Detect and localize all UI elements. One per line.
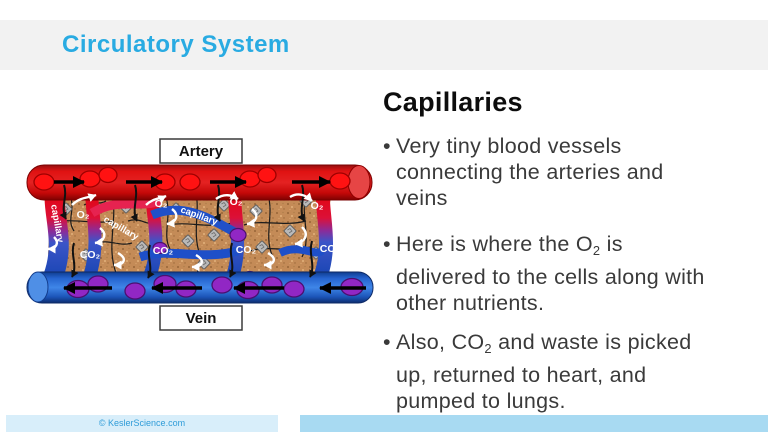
artery-end-cap: [347, 165, 371, 199]
bullet-subscript: 2: [484, 340, 492, 356]
o2-label: O₂: [77, 209, 90, 221]
capillary-tubes: [43, 178, 333, 281]
artery-label-box: Artery: [159, 138, 243, 164]
artery-tube: [26, 164, 373, 201]
gas-labels: O₂ O₂ O₂ O₂ CO₂ CO₂ CO₂ CO₂: [77, 196, 341, 261]
co2-label: CO₂: [80, 249, 101, 261]
vein-end-cap: [27, 271, 49, 303]
co2-label: CO₂: [153, 245, 174, 257]
vein-label: Vein: [186, 310, 217, 327]
artery-label: Artery: [179, 143, 224, 160]
o2-label: O₂: [155, 198, 168, 210]
exchange-arrows-black: [59, 184, 317, 279]
o2-label: O₂: [230, 196, 243, 208]
bullet-text-post: and waste is picked up, returned to hear…: [396, 329, 692, 413]
bullet-text-post: is delivered to the cells along with oth…: [396, 231, 705, 315]
vein-tube: [26, 271, 374, 304]
capillary-diagram: capillary capillary capillary: [26, 138, 374, 331]
vein-label-box: Vein: [159, 305, 243, 331]
bullet-list: Very tiny blood vessels connecting the a…: [383, 133, 715, 414]
co2-label: CO₂: [236, 244, 257, 256]
o2-label: O₂: [311, 200, 324, 212]
section-heading: Capillaries: [383, 87, 523, 117]
bullet-text: Here is where the O: [396, 231, 593, 256]
bullet-item: Very tiny blood vessels connecting the a…: [383, 133, 715, 218]
bullet-text: Very tiny blood vessels connecting the a…: [396, 134, 664, 210]
footer-bar: [300, 415, 768, 432]
content-column: Capillaries Very tiny blood vessels conn…: [383, 86, 723, 427]
bullet-item: Also, CO2 and waste is picked up, return…: [383, 329, 715, 414]
co2-label: CO₂: [320, 243, 341, 255]
bullet-subscript: 2: [592, 242, 601, 258]
title-band: Circulatory System: [0, 20, 768, 70]
exchange-arrows-white: [47, 191, 313, 272]
bullet-item: Here is where the O2 is delivered to the…: [383, 231, 715, 316]
footer-credit: © KeslerScience.com: [6, 415, 278, 432]
slide-title: Circulatory System: [62, 31, 290, 58]
bullet-text: Also, CO: [396, 329, 485, 354]
